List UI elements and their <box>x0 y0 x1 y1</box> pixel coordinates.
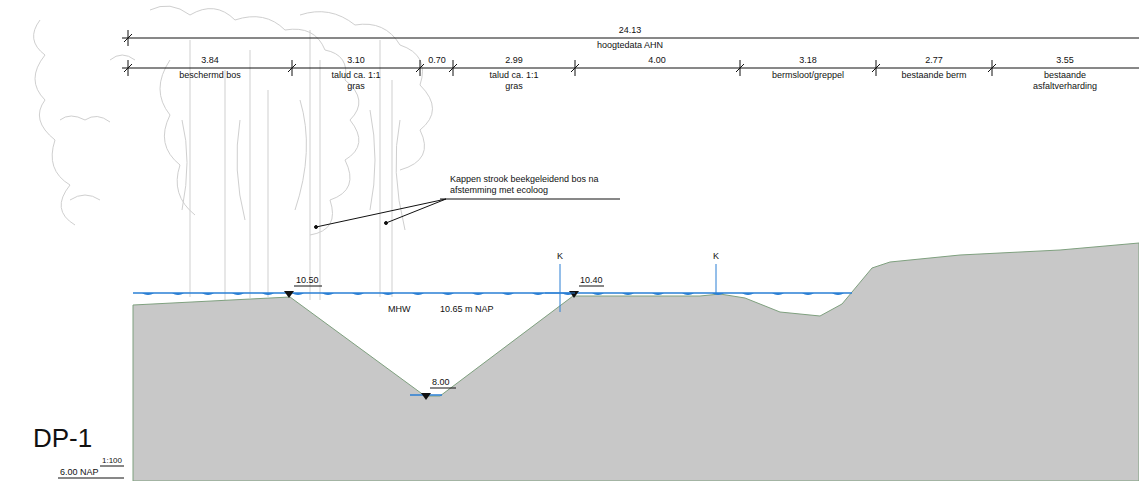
dimension-value: 24.13 <box>600 25 660 36</box>
zone-label: talud ca. 1:1 gras <box>483 70 545 92</box>
level-marker <box>284 286 604 400</box>
dimension-value: 3.84 <box>185 55 235 66</box>
dimension-note: hoogtedata AHN <box>570 40 690 51</box>
zone-label: bermsloot/greppel <box>748 70 868 81</box>
dimension-value: 0.70 <box>421 55 453 66</box>
leader-line <box>58 199 620 478</box>
marker-label: K <box>709 251 723 262</box>
marker-label: K <box>553 251 567 262</box>
dimension-value: 4.00 <box>632 55 682 66</box>
dimension-value: 3.55 <box>1040 55 1090 66</box>
zone-label: bestaande asfaltverharding <box>1025 70 1105 92</box>
zone-label: bestaande berm <box>879 70 989 81</box>
k-marker <box>545 264 716 312</box>
dimension-value: 2.77 <box>909 55 959 66</box>
dimension-value: 2.99 <box>489 55 539 66</box>
level-label: 10.40 <box>580 275 620 286</box>
dimension-tick <box>124 60 996 76</box>
dimension-value: 3.10 <box>331 55 381 66</box>
water-level-value: 10.65 m NAP <box>440 304 520 315</box>
water-level-label: MHW <box>388 304 428 315</box>
section-title: DP-1 <box>33 424 123 452</box>
tree-sketch <box>34 6 433 300</box>
water-symbol <box>133 293 852 301</box>
zone-label: beschermd bos <box>150 70 270 81</box>
scale-label: 1:100 <box>102 455 142 466</box>
annotation-note: Kappen strook beekgeleidend bos na afste… <box>450 174 640 196</box>
zone-label: talud ca. 1:1 gras <box>325 70 387 92</box>
dimension-line <box>122 30 1139 68</box>
ground-profile <box>133 243 1139 481</box>
level-label: 8.00 <box>432 377 472 388</box>
level-label: 10.50 <box>296 275 336 286</box>
dimension-value: 3.18 <box>783 55 833 66</box>
reference-level: 6.00 NAP <box>60 467 130 478</box>
